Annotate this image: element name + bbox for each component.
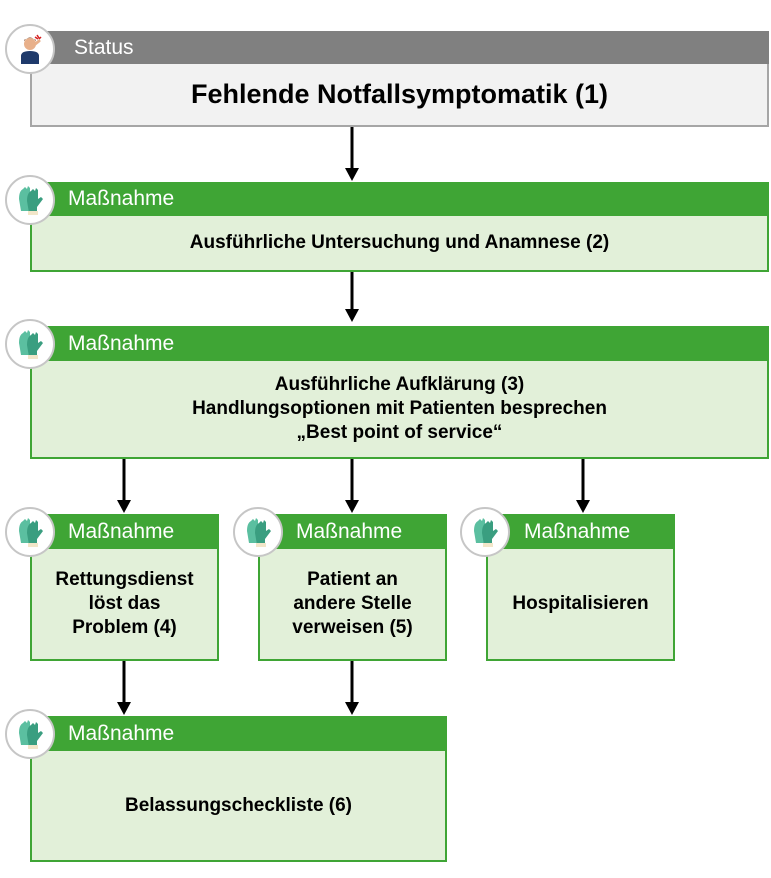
measure-header: Maßnahme	[30, 326, 769, 361]
measure-label: Maßnahme	[68, 721, 175, 745]
measure-body: Ausführliche Aufklärung (3) Handlungsopt…	[30, 361, 769, 459]
status-text: Fehlende Notfallsymptomatik (1)	[190, 79, 609, 109]
gloves-icon	[460, 507, 510, 557]
gloves-icon	[5, 175, 55, 225]
measure-text-line: Problem (4)	[72, 617, 177, 638]
measure-text-line: andere Stelle	[293, 593, 412, 614]
status-label: Status	[74, 35, 134, 59]
measure-text-line: Patient an	[307, 569, 398, 590]
person-headache-icon	[5, 24, 55, 74]
measure-label: Maßnahme	[296, 519, 403, 543]
measure-text-line: Handlungsoptionen mit Patienten besprech…	[192, 398, 607, 419]
measure-body: Ausführliche Untersuchung und Anamnese (…	[30, 216, 769, 272]
status-header: Status	[30, 31, 769, 64]
measure-header: Maßnahme	[30, 182, 769, 216]
measure-text-line: verweisen (5)	[292, 617, 413, 638]
arrowhead	[345, 500, 359, 513]
measure-label: Maßnahme	[68, 331, 175, 355]
measure-text: Hospitalisieren	[512, 593, 649, 614]
measure-header: Maßnahme	[30, 514, 219, 549]
measure-label: Maßnahme	[68, 187, 175, 210]
measure-label: Maßnahme	[68, 519, 175, 543]
gloves-icon	[5, 319, 55, 369]
measure-label: Maßnahme	[524, 519, 631, 543]
arrowhead	[345, 309, 359, 322]
measure-header: Maßnahme	[258, 514, 447, 549]
arrowhead	[345, 168, 359, 181]
arrowhead	[117, 702, 131, 715]
measure-text-line: löst das	[88, 593, 161, 614]
measure-body: Hospitalisieren	[486, 549, 675, 661]
measure-text-line: Ausführliche Aufklärung (3)	[274, 374, 525, 395]
arrowhead	[576, 500, 590, 513]
measure-text: Ausführliche Untersuchung und Anamnese (…	[189, 232, 610, 253]
measure-body: Rettungsdienst löst das Problem (4)	[30, 549, 219, 661]
measure-text-line: Rettungsdienst	[55, 569, 194, 590]
measure-body: Patient an andere Stelle verweisen (5)	[258, 549, 447, 661]
arrowhead	[345, 702, 359, 715]
arrowhead	[117, 500, 131, 513]
measure-header: Maßnahme	[30, 716, 447, 751]
measure-text-line: „Best point of service“	[296, 422, 503, 443]
gloves-icon	[5, 709, 55, 759]
measure-body: Belassungscheckliste (6)	[30, 751, 447, 862]
gloves-icon	[5, 507, 55, 557]
measure-text: Belassungscheckliste (6)	[124, 794, 353, 816]
measure-header: Maßnahme	[486, 514, 675, 549]
status-body: Fehlende Notfallsymptomatik (1)	[30, 64, 769, 127]
gloves-icon	[233, 507, 283, 557]
